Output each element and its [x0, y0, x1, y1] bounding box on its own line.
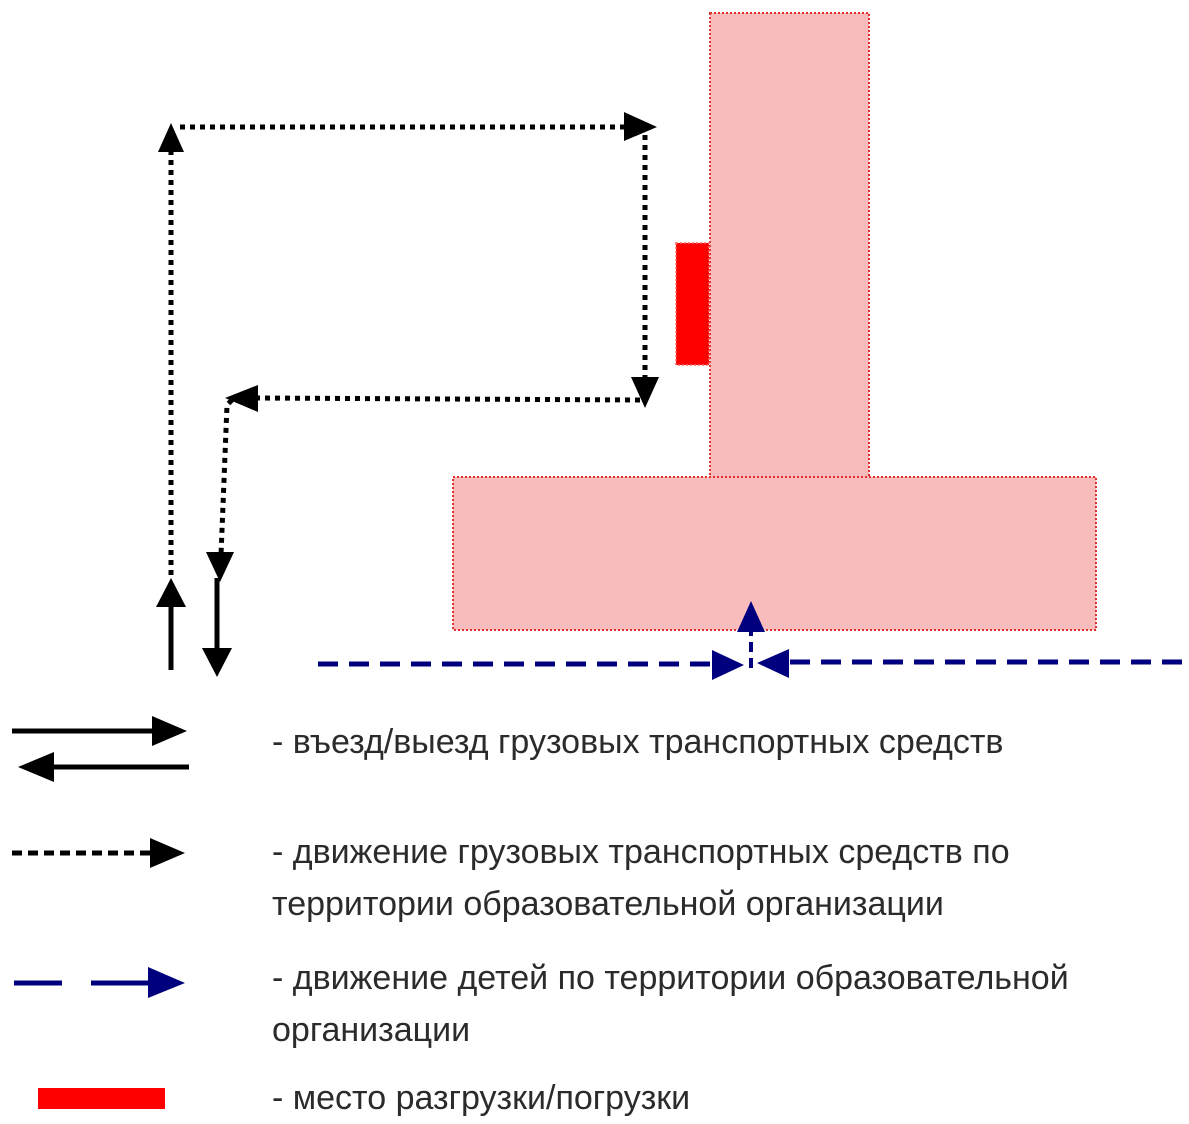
- legend-text-loading-zone: - место разгрузки/погрузки: [272, 1079, 691, 1117]
- children-route: [318, 601, 1186, 680]
- legend-text-children-movement: - движение детей по территории образоват…: [272, 952, 1069, 1056]
- children-arrow-right-icon: [712, 650, 744, 680]
- children-arrow-left-icon: [757, 649, 789, 678]
- building-tower: [709, 12, 870, 480]
- arrow-left-icon: [225, 385, 258, 412]
- entry-arrow-up-icon: [156, 578, 186, 607]
- legend-icon-dashed-blue-arrow: [14, 967, 185, 998]
- arrow-down-icon: [206, 552, 234, 582]
- arrow-right-icon: [624, 112, 657, 141]
- exit-arrow-down-icon: [202, 648, 232, 677]
- route-bottom: [254, 395, 641, 403]
- legend-text-line: - движение детей по территории образоват…: [272, 959, 1069, 997]
- legend-icon-dotted-arrow: [12, 838, 185, 868]
- arrow-down-icon: [631, 377, 659, 408]
- legend-text-entry-exit: - въезд/выезд грузовых транспортных сред…: [272, 723, 1004, 761]
- truck-route: [168, 124, 648, 575]
- loading-zone: [675, 242, 710, 366]
- legend-text-truck-movement: - движение грузовых транспортных средств…: [272, 826, 1010, 930]
- arrow-up-icon: [158, 123, 184, 152]
- building-base: [452, 476, 1097, 631]
- route-return: [218, 398, 234, 556]
- legend-text-line: организации: [272, 1011, 471, 1049]
- legend-text-line: территории образовательной организации: [272, 885, 944, 923]
- truck-route-arrowheads: [158, 112, 659, 582]
- entry-exit-arrows: [156, 578, 232, 677]
- legend-icon-red-bar: [38, 1088, 165, 1109]
- legend-text-line: - движение грузовых транспортных средств…: [272, 833, 1010, 871]
- legend-icon-two-way-arrows: [12, 716, 189, 782]
- children-arrow-up-icon: [737, 601, 765, 632]
